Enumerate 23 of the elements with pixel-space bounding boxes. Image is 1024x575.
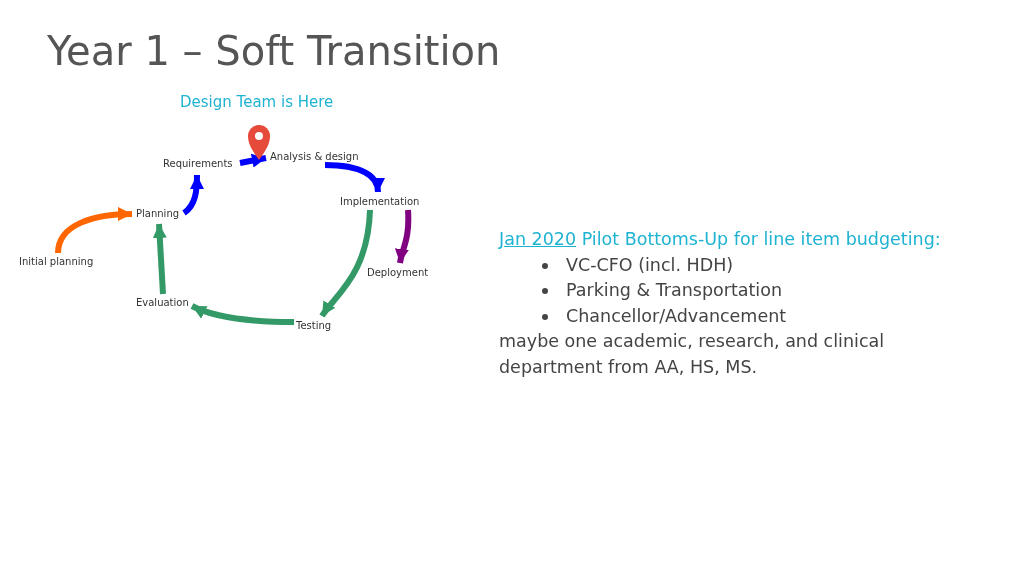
arrow: [152, 223, 167, 295]
note-text: maybe one academic, research, and clinical department from AA, HS, MS.: [499, 330, 886, 379]
phase-label: Requirements: [163, 157, 233, 170]
phase-label: Evaluation: [136, 296, 189, 309]
date-link: Jan 2020: [499, 229, 577, 249]
annotation-text: Design Team is Here: [180, 93, 334, 111]
phase-label: Deployment: [367, 266, 429, 279]
arrow: [324, 162, 384, 193]
slide-title: Year 1 – Soft Transition: [47, 28, 501, 74]
arrow: [319, 209, 373, 318]
heading-text: Pilot Bottoms-Up for line item budgeting:: [581, 229, 941, 249]
bullet-text: Parking & Transportation: [566, 280, 782, 300]
phase-label: Analysis & design: [270, 150, 359, 163]
bullet-text: Chancellor/Advancement: [566, 305, 787, 326]
bullet-text: VC-CFO (incl. HDH): [566, 254, 734, 275]
arrow: [55, 207, 133, 254]
arrow: [239, 153, 267, 168]
phase-label: Implementation: [340, 195, 420, 208]
phase-label: Testing: [296, 319, 332, 332]
arrow: [190, 303, 295, 325]
phase-label: Planning: [136, 207, 180, 220]
arrow: [395, 209, 412, 264]
phase-label: Initial planning: [19, 255, 94, 268]
